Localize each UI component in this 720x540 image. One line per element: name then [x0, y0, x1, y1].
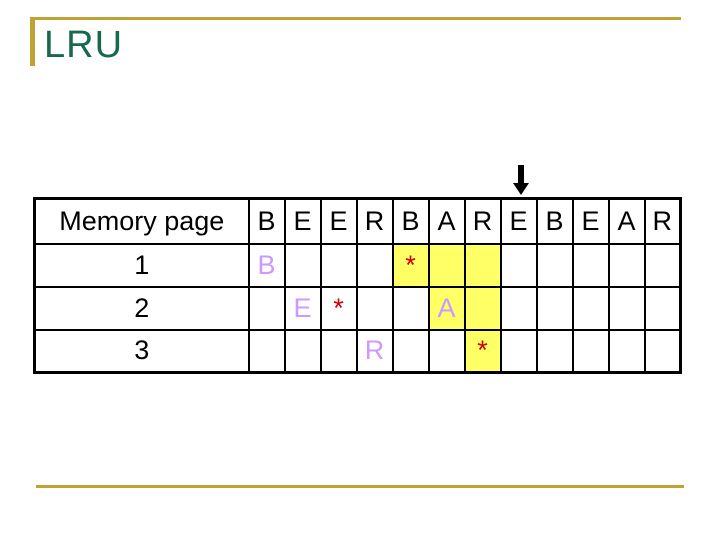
grid-cell: [499, 285, 538, 331]
grid-cell: [391, 285, 430, 331]
grid-cell: R: [355, 328, 394, 374]
grid-cell: *: [463, 328, 502, 374]
grid-cell: [247, 328, 286, 374]
header-ref-7: R: [463, 197, 502, 245]
grid-cell: [319, 242, 358, 288]
grid-cell: B: [247, 242, 286, 288]
grid-cell: [355, 285, 394, 331]
grid-cell: [607, 242, 646, 288]
header-memory-page: Memory page: [33, 197, 250, 245]
grid-cell: [499, 242, 538, 288]
grid-cell: [571, 242, 610, 288]
grid-cell: [607, 285, 646, 331]
grid-cell: A: [427, 285, 466, 331]
table-row-page-3: 3 R *: [33, 328, 682, 374]
grid-cell: [319, 328, 358, 374]
grid-cell: [355, 242, 394, 288]
grid-cell: *: [391, 242, 430, 288]
grid-cell: [643, 328, 682, 374]
grid-cell: [427, 328, 466, 374]
header-ref-4: R: [355, 197, 394, 245]
grid-cell: [571, 328, 610, 374]
grid-cell: [643, 242, 682, 288]
header-ref-9: B: [535, 197, 574, 245]
grid-cell: [643, 285, 682, 331]
grid-cell: [535, 285, 574, 331]
down-arrow-icon: [513, 165, 529, 195]
header-ref-8: E: [499, 197, 538, 245]
header-ref-6: A: [427, 197, 466, 245]
header-ref-2: E: [283, 197, 322, 245]
table-header-row: Memory page B E E R B A R E B E A R: [33, 197, 682, 245]
grid-cell: [499, 328, 538, 374]
grid-cell: [283, 328, 322, 374]
grid-cell: [463, 242, 502, 288]
lru-table: Memory page B E E R B A R E B E A R 1 B …: [33, 197, 682, 374]
row-label: 3: [33, 328, 250, 374]
bottom-rule: [36, 485, 684, 488]
grid-cell: *: [319, 285, 358, 331]
grid-cell: [535, 242, 574, 288]
page-title: LRU: [44, 24, 124, 66]
row-label: 1: [33, 242, 250, 288]
header-ref-11: A: [607, 197, 646, 245]
grid-cell: [463, 285, 502, 331]
header-ref-1: B: [247, 197, 286, 245]
grid-cell: [283, 242, 322, 288]
grid-cell: [535, 328, 574, 374]
header-ref-3: E: [319, 197, 358, 245]
grid-cell: [571, 285, 610, 331]
table-row-page-1: 1 B *: [33, 242, 682, 288]
grid-cell: [427, 242, 466, 288]
grid-cell: [607, 328, 646, 374]
row-label: 2: [33, 285, 250, 331]
grid-cell: [247, 285, 286, 331]
title-left-rule: [30, 17, 35, 66]
table-row-page-2: 2 E * A: [33, 285, 682, 331]
grid-cell: E: [283, 285, 322, 331]
header-ref-12: R: [643, 197, 682, 245]
header-ref-10: E: [571, 197, 610, 245]
title-top-rule: [30, 17, 681, 20]
header-ref-5: B: [391, 197, 430, 245]
grid-cell: [391, 328, 430, 374]
